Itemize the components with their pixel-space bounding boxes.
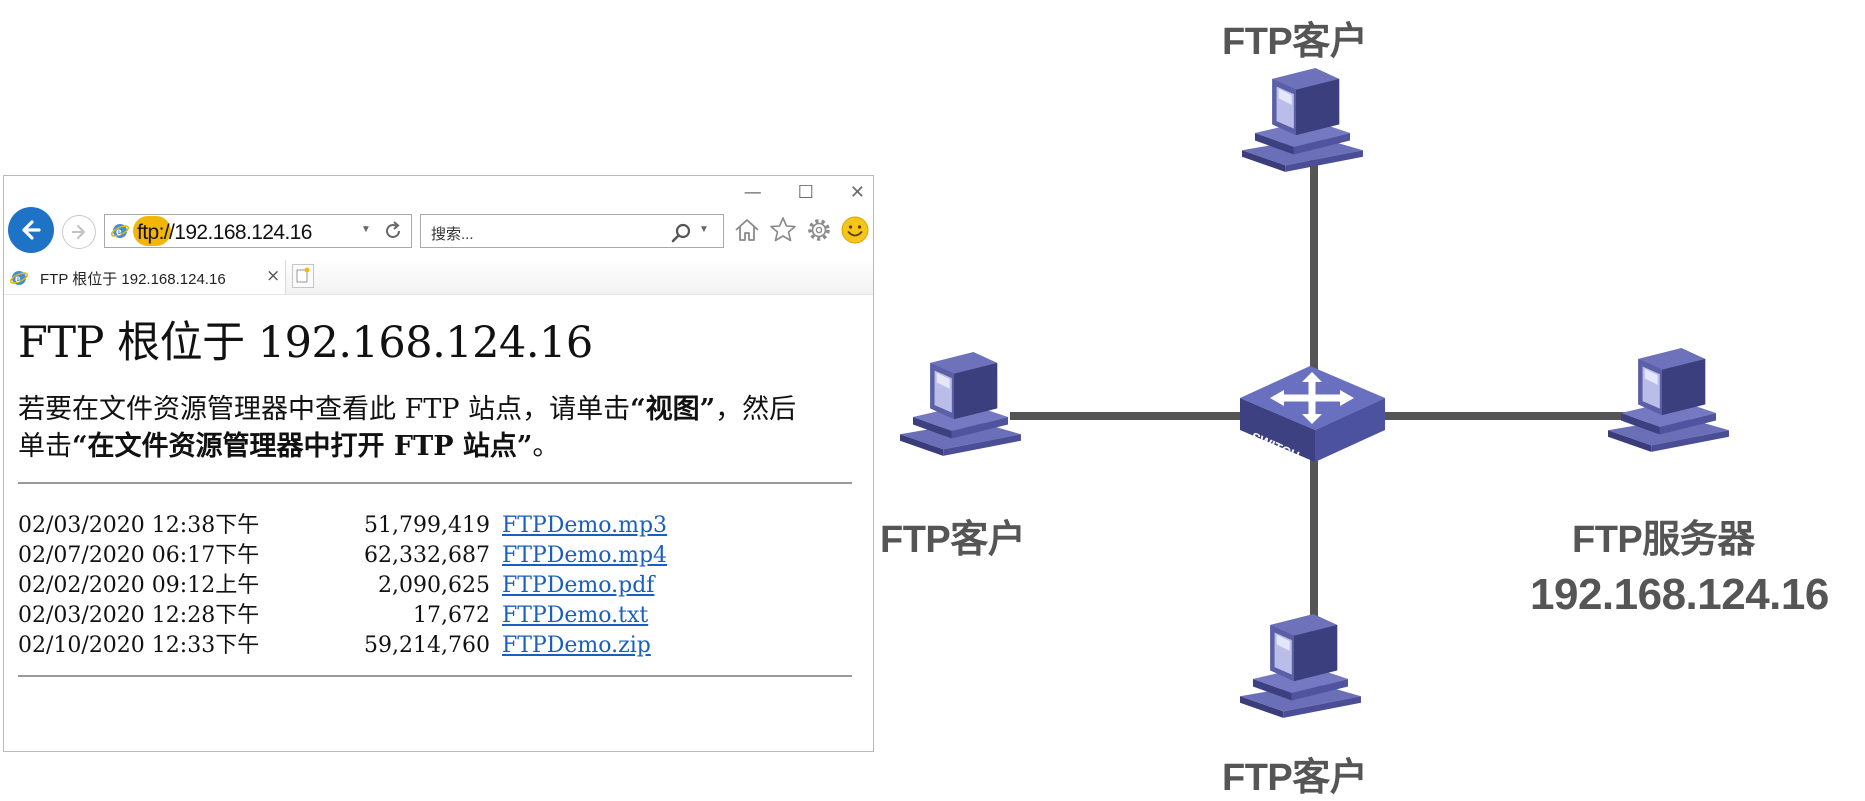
client-left-computer-icon bbox=[900, 352, 1021, 456]
client-bottom-label: FTP客户 bbox=[1222, 757, 1368, 799]
file-link[interactable]: FTPDemo.zip bbox=[502, 633, 651, 658]
file-size: 2,090,625 bbox=[378, 573, 490, 598]
tab-strip: e FTP 根位于 192.168.124.16 × bbox=[4, 260, 873, 295]
server-ip-label: 192.168.124.16 bbox=[1530, 570, 1829, 619]
file-link[interactable]: FTPDemo.txt bbox=[502, 603, 649, 628]
file-date: 02/02/2020 09:12上午 bbox=[18, 573, 260, 598]
search-box[interactable]: 搜索... ▼ bbox=[420, 214, 724, 248]
ie-icon: e bbox=[111, 224, 129, 238]
client-top-label: FTP客户 bbox=[1222, 21, 1368, 63]
address-bar[interactable]: e ftp://192.168.124.16 ▼ bbox=[104, 214, 412, 248]
window-controls: — ☐ ✕ bbox=[744, 182, 865, 203]
ie-tab-icon: e bbox=[10, 271, 28, 285]
dropdown-icon[interactable]: ▼ bbox=[361, 224, 371, 235]
file-size: 51,799,419 bbox=[364, 513, 490, 538]
gear-icon[interactable] bbox=[804, 215, 834, 245]
forward-button[interactable] bbox=[62, 215, 96, 249]
smiley-icon[interactable] bbox=[840, 215, 870, 245]
instruction-part-1: 若要在文件资源管理器中查看此 FTP 站点，请单击 bbox=[18, 394, 631, 425]
new-tab-glyph bbox=[296, 267, 310, 283]
file-date: 02/03/2020 12:28下午 bbox=[18, 603, 260, 628]
address-scheme: ftp bbox=[137, 221, 159, 244]
scheme-highlight bbox=[133, 216, 171, 246]
server-label: FTP服务器 bbox=[1572, 519, 1755, 561]
address-text[interactable]: ftp://192.168.124.16 bbox=[137, 221, 312, 245]
client-left-label: FTP客户 bbox=[880, 519, 1026, 561]
back-button[interactable] bbox=[8, 207, 54, 253]
new-tab-icon[interactable] bbox=[292, 264, 314, 288]
instruction-part-3: 。 bbox=[532, 431, 560, 462]
file-size: 17,672 bbox=[413, 603, 490, 628]
search-input[interactable]: 搜索... bbox=[431, 226, 474, 243]
file-date: 02/10/2020 12:33下午 bbox=[18, 633, 260, 658]
star-icon[interactable] bbox=[768, 215, 798, 245]
open-in-explorer-reference: “在文件资源管理器中打开 FTP 站点” bbox=[72, 431, 533, 462]
minimize-button[interactable]: — bbox=[743, 182, 762, 203]
tab-label: FTP 根位于 192.168.124.16 bbox=[40, 271, 226, 288]
file-link[interactable]: FTPDemo.pdf bbox=[502, 573, 655, 598]
browser-window: — ☐ ✕ e ftp://192.168.124.16 ▼ bbox=[3, 175, 874, 752]
file-link[interactable]: FTPDemo.mp4 bbox=[502, 543, 668, 568]
client-top-computer-icon bbox=[1242, 68, 1363, 172]
address-host: ://192.168.124.16 bbox=[158, 221, 313, 244]
svg-text:e: e bbox=[15, 274, 21, 285]
file-size: 62,332,687 bbox=[364, 543, 490, 568]
refresh-icon[interactable] bbox=[381, 219, 405, 243]
switch-label: SWITCH bbox=[1249, 429, 1302, 464]
search-dropdown-icon[interactable]: ▼ bbox=[699, 224, 709, 235]
tab-close-icon[interactable]: × bbox=[266, 266, 281, 286]
instruction-part-2: ，然后单击 bbox=[18, 394, 797, 462]
divider-bottom bbox=[18, 675, 852, 677]
svg-text:e: e bbox=[116, 227, 122, 238]
instruction-text: 若要在文件资源管理器中查看此 FTP 站点，请单击“视图”，然后单击“在文件资源… bbox=[18, 391, 818, 465]
divider-top bbox=[18, 482, 852, 484]
toolbar-icons bbox=[732, 215, 870, 245]
switch-icon: SWITCH bbox=[1240, 366, 1385, 464]
maximize-button[interactable]: ☐ bbox=[797, 182, 814, 203]
back-icon bbox=[22, 220, 41, 240]
file-date: 02/03/2020 12:38下午 bbox=[18, 513, 260, 538]
page-title: FTP 根位于 192.168.124.16 bbox=[18, 318, 593, 368]
server-computer-icon bbox=[1608, 348, 1729, 452]
file-date: 02/07/2020 06:17下午 bbox=[18, 543, 260, 568]
navigation-bar: e ftp://192.168.124.16 ▼ 搜索... ▼ bbox=[4, 206, 873, 253]
file-link[interactable]: FTPDemo.mp3 bbox=[502, 513, 668, 538]
close-button[interactable]: ✕ bbox=[849, 182, 865, 203]
view-menu-reference: “视图” bbox=[630, 394, 716, 425]
search-icon[interactable] bbox=[669, 221, 693, 245]
forward-icon bbox=[72, 225, 85, 239]
tab-ftp-root[interactable]: e FTP 根位于 192.168.124.16 × bbox=[4, 260, 286, 294]
client-bottom-computer-icon bbox=[1240, 614, 1361, 718]
file-size: 59,214,760 bbox=[364, 633, 490, 658]
home-icon[interactable] bbox=[732, 215, 762, 245]
